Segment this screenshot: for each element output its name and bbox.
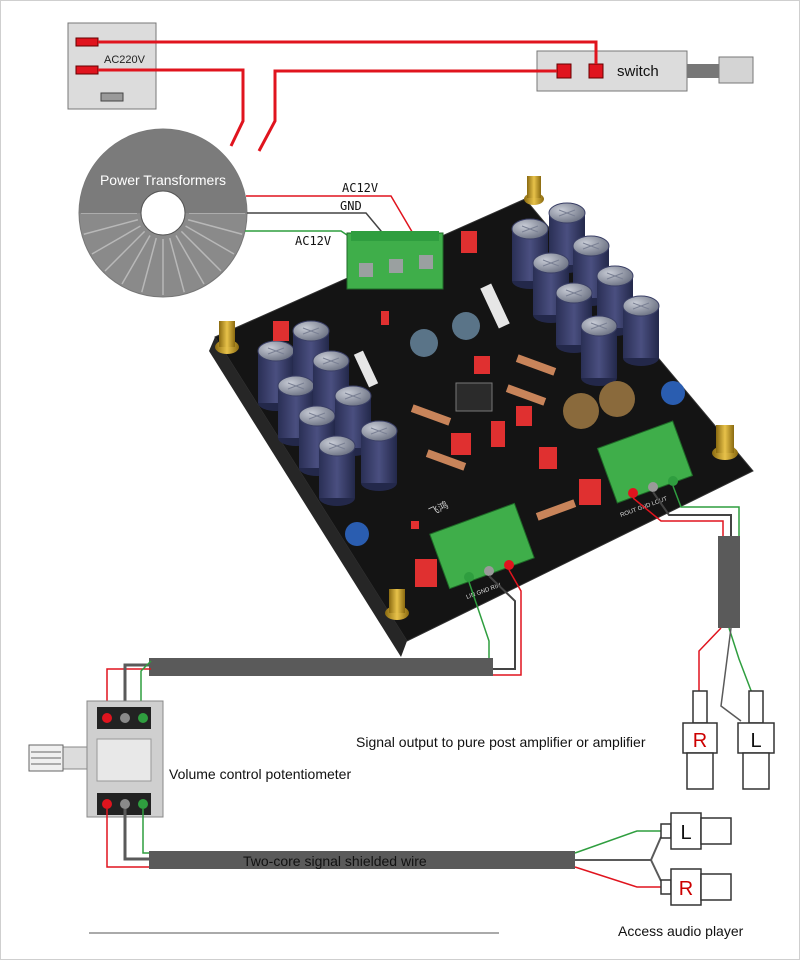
winding-line <box>141 237 157 293</box>
out-r-letter: R <box>693 730 707 752</box>
rca-plug-in-r: R <box>660 868 732 906</box>
signal-output-label: Signal output to pure post amplifier or … <box>356 734 646 750</box>
brown-cap <box>563 393 599 429</box>
output-shielded-cable <box>718 536 740 628</box>
ac-pin-top <box>75 37 99 47</box>
ac220v-label: AC220V <box>104 54 146 66</box>
switch-label: switch <box>617 63 659 80</box>
power-terminal-block <box>346 231 444 290</box>
ac-pin-bottom <box>75 65 99 75</box>
small-cap-blue <box>345 522 369 546</box>
input-terminal-block: LIN GND RIN <box>415 502 535 601</box>
winding-line <box>175 235 205 285</box>
in-l-letter: L <box>680 822 691 844</box>
winding-line <box>104 230 146 272</box>
electrolytic-capacitor <box>622 295 660 366</box>
rca-plug-out-r: R <box>682 690 718 790</box>
small-cap-gray-2 <box>452 312 480 340</box>
power-transformer: Power Transformers <box>78 128 248 298</box>
winding-line <box>91 225 141 255</box>
rca-plug-out-l: L <box>737 690 775 790</box>
ac12v-top-label: AC12V <box>342 181 378 195</box>
switch-lever <box>718 56 754 84</box>
rca-plug-in-l: L <box>660 812 732 850</box>
amplifier-pcb: 飞鸿 ROUT GND LOUT LIN GND RIN <box>209 176 754 657</box>
electrolytic-capacitor <box>580 315 618 386</box>
winding-line <box>185 225 235 255</box>
volume-potentiometer <box>28 700 164 818</box>
winding-line <box>187 219 243 235</box>
standoff-left <box>215 321 239 354</box>
winding-line <box>169 237 185 293</box>
brown-cap-2 <box>599 381 635 417</box>
winding-line <box>121 235 151 285</box>
power-transformers-label: Power Transformers <box>100 172 226 188</box>
capacitor-bank <box>257 202 660 506</box>
out-l-letter: L <box>750 730 761 752</box>
player-shielded-cable <box>149 851 575 869</box>
electrolytic-capacitor <box>360 420 398 491</box>
gnd-label: GND <box>340 199 362 213</box>
winding-line <box>83 219 139 235</box>
player-wires <box>574 830 662 888</box>
winding-line <box>180 230 222 272</box>
standoff-bottom <box>385 589 409 620</box>
ac-socket: AC220V <box>67 22 157 110</box>
shielded-wire-label: Two-core signal shielded wire <box>243 853 427 869</box>
ac12v-bottom-label: AC12V <box>295 234 331 248</box>
in-r-letter: R <box>679 878 693 900</box>
ac-ground-pin <box>100 92 124 102</box>
standoff-top <box>524 176 544 205</box>
small-components: 飞鸿 <box>273 231 685 546</box>
output-wires <box>632 485 756 722</box>
op-amp-chip <box>455 382 493 412</box>
small-cap-blue-2 <box>661 381 685 405</box>
standoff-right <box>712 425 738 460</box>
transformer-hole <box>140 190 186 236</box>
volume-pot-label: Volume control potentiometer <box>169 766 351 782</box>
input-shielded-cable <box>149 658 493 676</box>
small-cap-gray <box>410 329 438 357</box>
pot-bottom-wires <box>106 809 149 868</box>
switch-pin-left <box>556 63 572 79</box>
access-player-label: Access audio player <box>618 923 744 939</box>
electrolytic-capacitor <box>318 435 356 506</box>
ac-wires <box>98 40 598 152</box>
power-switch: switch <box>536 50 754 92</box>
switch-pin-right <box>588 63 604 79</box>
